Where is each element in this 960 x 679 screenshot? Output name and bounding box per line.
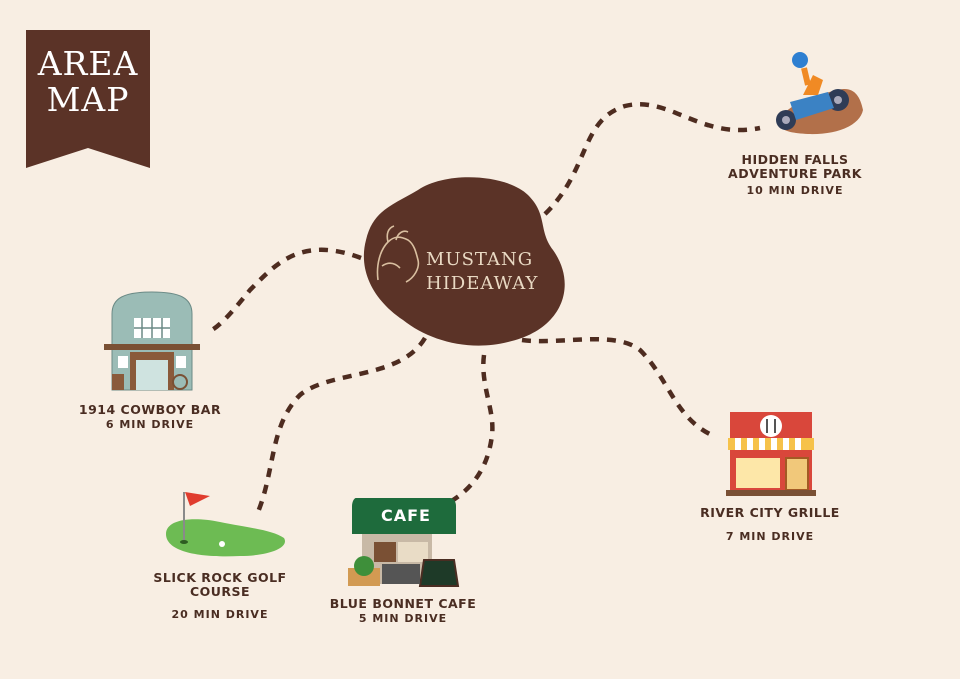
location-name: BLUE BONNET CAFE: [329, 596, 477, 611]
route-to-blue-bonnet-cafe: [448, 354, 495, 504]
striped-awning: [728, 438, 814, 450]
cowboy-bar-label: 1914 COWBOY BAR 6 MIN DRIVE: [70, 403, 230, 432]
route-to-adventure-park: [543, 102, 761, 216]
location-name: SLICK ROCK GOLF COURSE: [153, 570, 287, 599]
mustang-hideaway-marker: MUSTANG HIDEAWAY: [358, 170, 574, 348]
location-name: 1914 COWBOY BAR: [78, 402, 222, 417]
blue-bonnet-cafe-label: BLUE BONNET CAFE 5 MIN DRIVE: [320, 597, 486, 626]
banner-shape: [26, 30, 150, 168]
blob-shape: [363, 177, 565, 346]
route-to-golf-course: [255, 336, 427, 513]
drive-time: 5 MIN DRIVE: [358, 612, 448, 625]
location-name: RIVER CITY GRILLE: [700, 505, 840, 520]
horse-head-icon: [376, 225, 420, 283]
drive-time: 20 MIN DRIVE: [171, 608, 269, 621]
golf-green-flag-icon: [166, 492, 285, 557]
drive-time: 10 MIN DRIVE: [746, 184, 844, 197]
hidden-falls-label: HIDDEN FALLS ADVENTURE PARK 10 MIN DRIVE: [700, 153, 890, 198]
golf-course-label: SLICK ROCK GOLF COURSE 20 MIN DRIVE: [140, 571, 300, 622]
brand-name: MUSTANG HIDEAWAY: [426, 249, 539, 294]
route-to-river-city-grille: [521, 337, 717, 440]
location-name: HIDDEN FALLS ADVENTURE PARK: [728, 152, 862, 181]
atv-rider-icon: [776, 52, 863, 135]
cafe-storefront-icon: CAFE: [344, 496, 464, 588]
route-to-cowboy-bar: [210, 247, 362, 332]
drive-time: 7 MIN DRIVE: [725, 530, 815, 543]
river-city-grille-label: RIVER CITY GRILLE 7 MIN DRIVE: [680, 506, 860, 544]
cafe-sign-text: CAFE: [381, 506, 431, 525]
area-map-title: AREA MAP: [37, 44, 139, 119]
area-map-banner: AREA MAP: [26, 30, 150, 168]
saloon-building-icon: [104, 291, 200, 391]
drive-time: 6 MIN DRIVE: [105, 418, 195, 431]
restaurant-storefront-icon: [726, 412, 816, 496]
